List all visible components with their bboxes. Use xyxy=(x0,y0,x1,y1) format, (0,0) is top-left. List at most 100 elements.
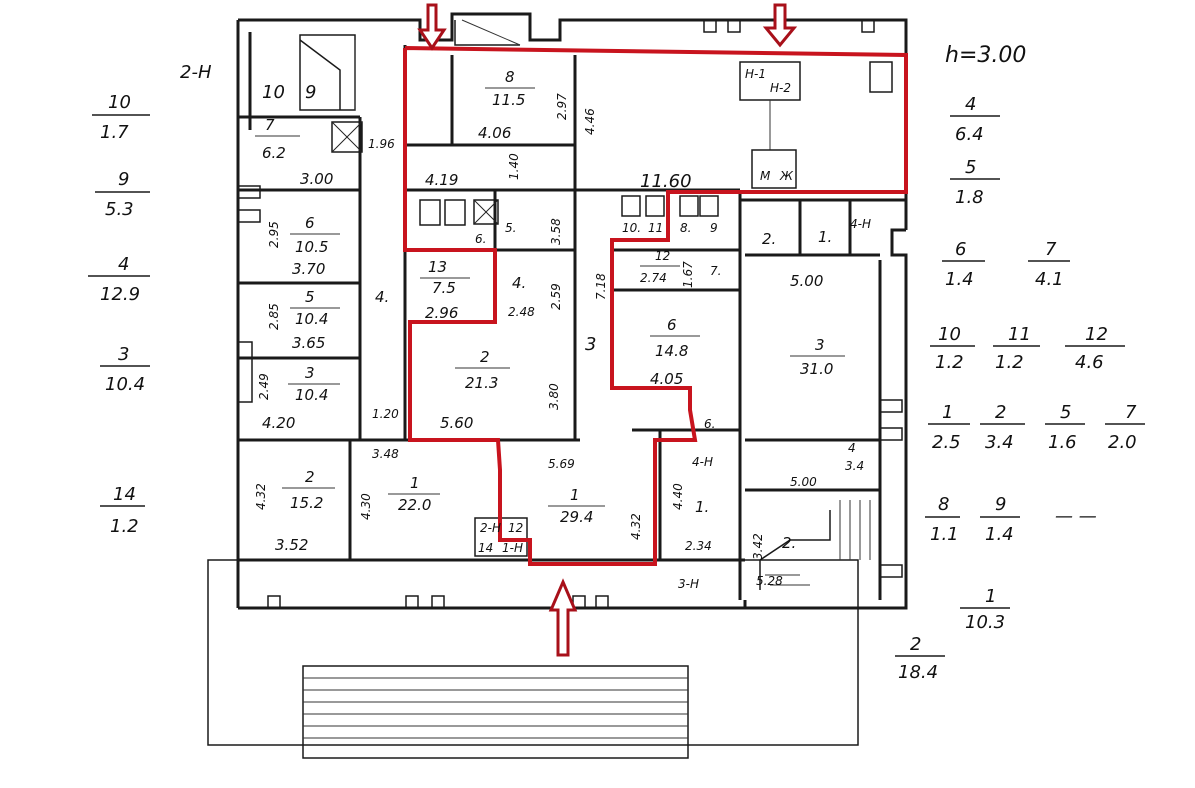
legend-area: 4.1 xyxy=(1035,269,1064,290)
label-n1: Н-1 xyxy=(745,67,766,81)
room-7: 7 6.2 3.00 xyxy=(255,116,333,188)
legend-area: 4.6 xyxy=(1075,352,1104,373)
label-528: 5.28 xyxy=(756,574,783,588)
room-2-left: 2 15.2 3.52 xyxy=(275,468,335,554)
right-legend: 46.4 51.8 61.4 74.1 101.2 111.2 124.6 12… xyxy=(895,94,1145,683)
room-number: 3 xyxy=(305,364,315,382)
room-12: 12 2.74 xyxy=(640,249,680,285)
room-area: 14.8 xyxy=(655,342,688,360)
legend-item: 12.5 xyxy=(928,402,970,453)
label-167: 1.67 xyxy=(681,261,695,288)
legend-item: 91.4 xyxy=(980,494,1020,545)
label-234: 2.34 xyxy=(685,539,712,553)
label-440: 4.40 xyxy=(671,483,685,510)
legend-area: 1.8 xyxy=(955,187,984,208)
label-1h: 1-Н xyxy=(502,541,523,555)
legend-num: 10 xyxy=(108,92,131,113)
legend-area: 5.3 xyxy=(105,199,134,220)
label-718: 7.18 xyxy=(594,273,608,300)
label-285: 2.85 xyxy=(267,303,281,330)
legend-num: 12 xyxy=(1085,324,1108,345)
label-500b: 5.00 xyxy=(790,475,817,489)
room-number: 7 xyxy=(265,116,275,134)
room-3-right: 3 31.0 5.00 xyxy=(790,272,845,378)
legend-item: 218.4 xyxy=(895,634,945,683)
legend-area: 1.2 xyxy=(995,352,1024,373)
legend-item: 81.1 xyxy=(925,494,960,545)
legend-num: 3 xyxy=(118,344,129,365)
label-4c: 4 xyxy=(848,441,856,455)
room-3: 3 10.4 4.20 xyxy=(262,364,340,432)
room-dim: 3.70 xyxy=(292,260,325,278)
legend-num: 9 xyxy=(118,169,129,190)
room-1-entrance: 1 29.4 xyxy=(548,486,605,526)
legend-area: 3.4 xyxy=(985,432,1014,453)
room-2-central: 2 21.3 5.60 xyxy=(440,348,510,432)
room-labels: 8 11.5 4.06 7 6.2 3.00 6 10.5 3.70 5 10.… xyxy=(255,68,845,554)
label-n2: Н-2 xyxy=(770,81,791,95)
room-dim: 4.06 xyxy=(478,124,511,142)
label-196: 1.96 xyxy=(368,137,395,151)
room-number: 1 xyxy=(570,486,580,504)
label-2b: 2. xyxy=(762,230,776,248)
room-number: 2 xyxy=(305,468,315,486)
legend-num: 4 xyxy=(118,254,129,275)
legend-item: 110.3 xyxy=(960,586,1010,633)
legend-num: 2 xyxy=(910,634,921,655)
legend-item: 61.4 xyxy=(942,239,985,290)
room-number: 5 xyxy=(305,288,315,306)
label-1b: 1. xyxy=(818,228,832,246)
legend-area: 6.4 xyxy=(955,124,984,145)
room-area: 2.74 xyxy=(640,271,667,285)
legend-dash: — — xyxy=(1055,506,1097,527)
room-dim: 2.96 xyxy=(425,304,458,322)
legend-area: 10.4 xyxy=(105,374,145,395)
label-1c: 1. xyxy=(695,498,709,516)
room-dim: 5.00 xyxy=(790,272,823,290)
label-9b: 9 xyxy=(710,221,718,235)
entrance-arrow-top-right xyxy=(762,3,798,48)
legend-num: 2 xyxy=(995,402,1006,423)
room-area: 31.0 xyxy=(800,360,833,378)
label-348: 3.48 xyxy=(372,447,399,461)
entrance-arrow-top-left xyxy=(417,3,447,51)
label-34: 3.4 xyxy=(845,459,864,473)
label-1160: 11.60 xyxy=(640,171,692,192)
label-259: 2.59 xyxy=(549,283,563,310)
room-number: 3 xyxy=(815,336,825,354)
label-249: 2.49 xyxy=(257,373,271,400)
legend-area: 1.4 xyxy=(945,269,974,290)
legend-num: 5 xyxy=(965,157,976,178)
legend-area: 1.7 xyxy=(100,122,129,143)
entrance-arrow-bottom xyxy=(548,578,578,657)
room-area: 10.4 xyxy=(295,386,328,404)
label-zh: Ж xyxy=(779,169,794,183)
legend-area: 18.4 xyxy=(898,662,938,683)
label-10b: 10. xyxy=(622,221,641,235)
label-12: 12 xyxy=(508,521,523,535)
room-area: 29.4 xyxy=(560,508,593,526)
room-area: 10.4 xyxy=(295,310,328,328)
room-number: 2 xyxy=(480,348,490,366)
room-dim: 4.05 xyxy=(650,370,683,388)
label-430: 4.30 xyxy=(359,493,373,520)
label-9: 9 xyxy=(305,82,316,103)
legend-area: 1.2 xyxy=(935,352,964,373)
legend-num: 6 xyxy=(955,239,966,260)
label-569: 5.69 xyxy=(548,457,575,471)
legend-item: 4 12.9 xyxy=(88,254,150,305)
label-7b: 7. xyxy=(710,264,721,278)
label-120: 1.20 xyxy=(372,407,399,421)
legend-item: 51.6 xyxy=(1045,402,1085,453)
label-432: 4.32 xyxy=(629,513,643,540)
label-248: 2.48 xyxy=(508,305,535,319)
legend-item: 14 1.2 xyxy=(100,484,145,537)
label-6a: 6. xyxy=(475,232,486,246)
room-area: 7.5 xyxy=(432,279,456,297)
legend-num: 1 xyxy=(942,402,953,423)
room-area: 15.2 xyxy=(290,494,323,512)
legend-num: 7 xyxy=(1125,402,1137,423)
label-419: 4.19 xyxy=(425,171,458,189)
legend-item: 101.2 xyxy=(930,324,975,373)
room-dim: 4.20 xyxy=(262,414,295,432)
